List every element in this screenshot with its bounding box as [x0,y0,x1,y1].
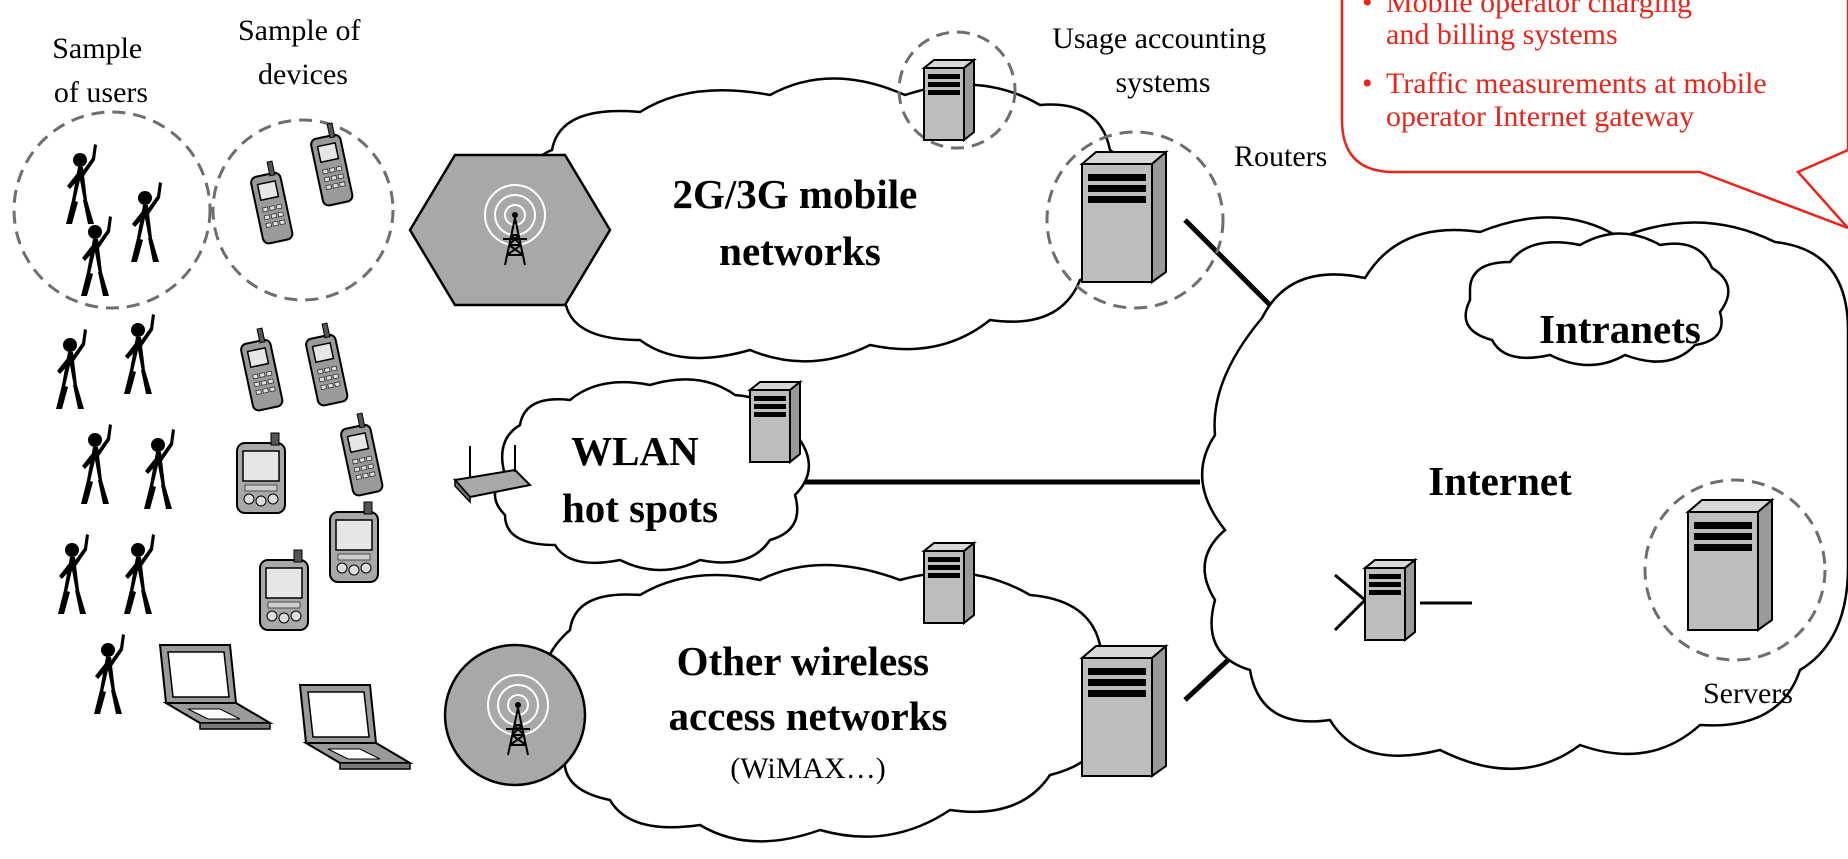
user-icon [56,329,87,409]
other-wireless-label: Other wireless access networks [669,638,948,739]
user-icon [144,429,175,509]
phone-icon [246,159,295,246]
intranets-label: Intranets [1539,306,1701,352]
wlan-label: WLAN hot spots [562,428,718,531]
link-mobile-internet [1183,218,1287,322]
callout-item-2: Traffic measurements at mobile operator … [1386,67,1774,133]
internet-label: Internet [1428,458,1572,504]
router-mobile-icon [1081,151,1167,283]
user-icon [94,634,125,714]
accounting-circle [897,30,1017,150]
other-server-icon [923,542,975,624]
usage-accounting-label: Usage accounting systems [1052,22,1274,99]
users-group [56,144,175,714]
routers-label: Routers [1234,140,1327,173]
sample-users-circle [12,110,212,310]
sample-users-label: Sample of users [52,32,150,109]
wlan-cloud [493,378,811,572]
sample-devices-circle [211,118,395,302]
user-icon [124,314,155,394]
router-other-icon [1081,645,1167,777]
internet-server-icon [1687,499,1773,631]
pda-icon [259,549,309,631]
phone-icon [301,321,350,408]
servers-label: Servers [1703,677,1793,710]
mobile-cloud [523,77,1135,363]
other-wireless-cloud [543,563,1117,843]
laptop-icon [159,644,271,730]
callout-item-1: Mobile operator charging and billing sys… [1386,0,1700,51]
sample-devices-label: Sample of devices [238,14,368,91]
user-icon [58,534,89,614]
callout-bullet: • [1362,0,1373,19]
accounting-server-icon [923,59,975,141]
servers-circle [1643,478,1827,662]
pda-icon [236,432,286,514]
user-icon [66,144,97,224]
routers-circle [1045,130,1225,310]
mobile-base-station-icon [408,153,612,307]
phone-icon [336,411,385,498]
user-icon [81,424,112,504]
phone-icon [236,326,285,413]
wimax-note: (WiMAX…) [730,752,885,785]
gateway-server-icon [1333,559,1472,641]
intranets-cloud [1464,232,1730,367]
callout-bullet: • [1362,67,1373,100]
callout-list: • Mobile operator charging and billing s… [1362,0,1774,133]
devices-group [159,121,411,770]
callout-bubble [1340,0,1848,230]
internet-cloud [1200,216,1848,771]
wlan-router-icon [453,445,533,504]
user-icon [131,182,162,262]
wlan-server-icon [749,381,801,463]
mobile-network-label: 2G/3G mobile networks [672,171,927,274]
laptop-icon [299,684,411,770]
user-icon [124,534,155,614]
phone-icon [306,121,355,208]
user-icon [81,216,112,296]
wimax-base-station-icon [443,643,587,787]
pda-icon [329,501,379,583]
